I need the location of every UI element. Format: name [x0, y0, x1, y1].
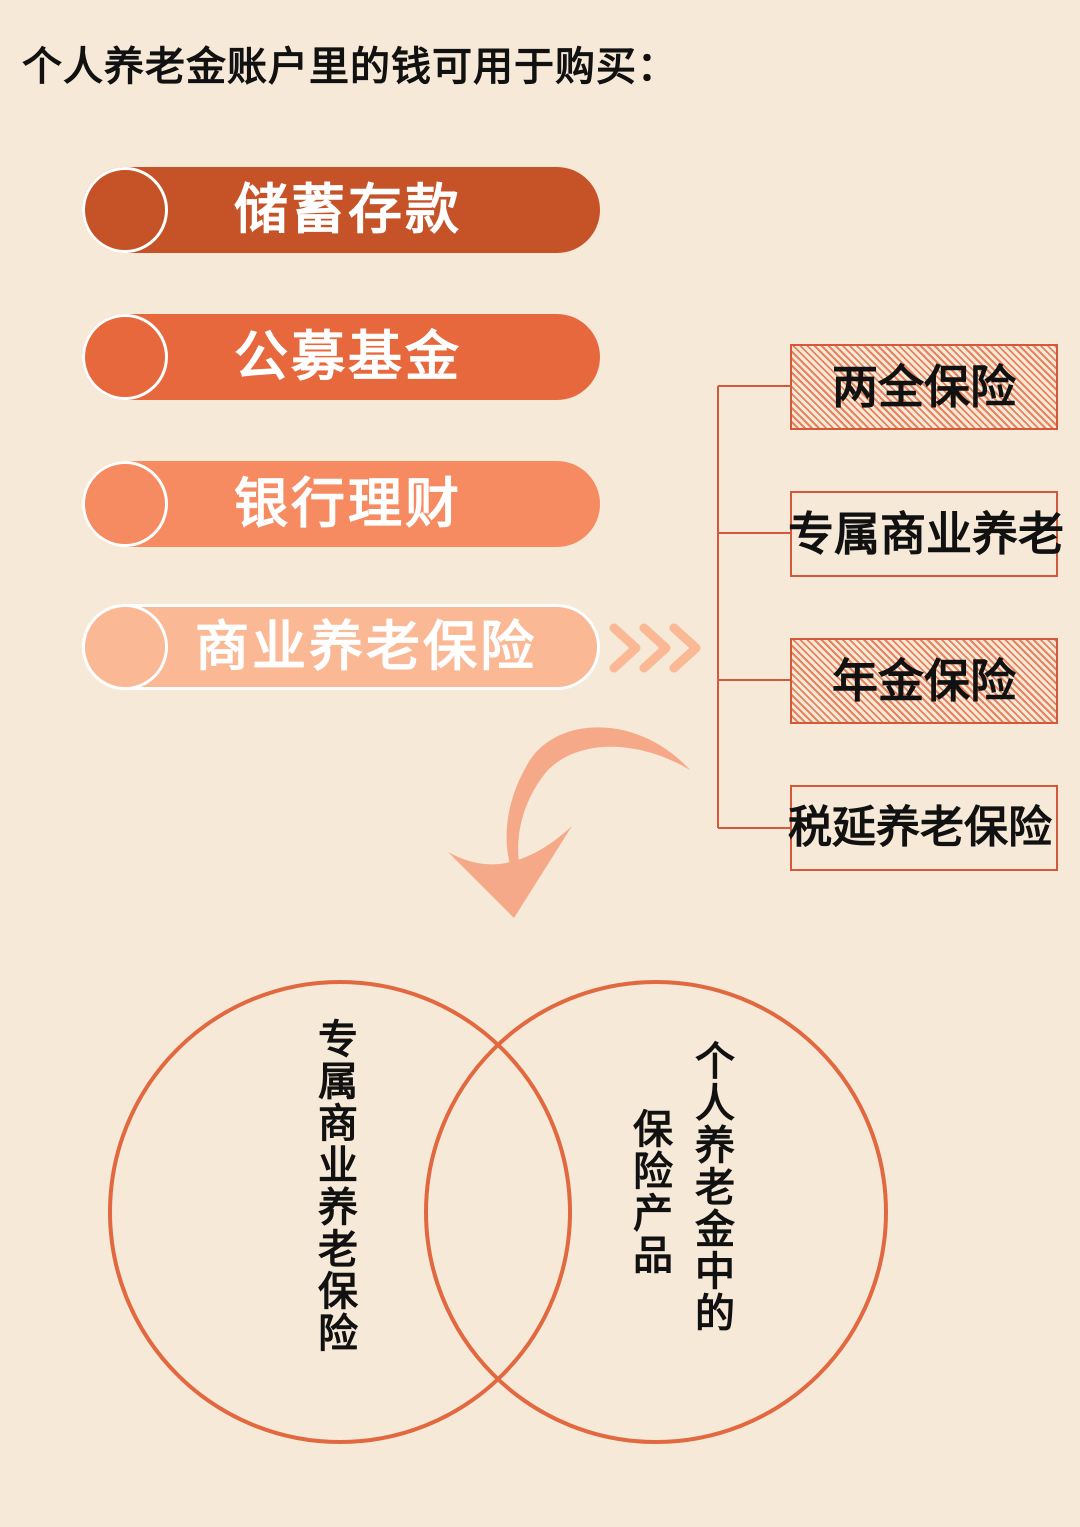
venn-diagram [108, 980, 888, 1444]
venn-right-circle [424, 980, 888, 1444]
venn-right-label-line2: 保险产品 [626, 1108, 672, 1276]
product-public-fund: 公募基金 [82, 314, 600, 400]
venn-left-circle [108, 980, 572, 1444]
pill-knob [82, 461, 168, 547]
product-savings-deposit: 储蓄存款 [82, 167, 600, 253]
product-commercial-pension-insurance: 商业养老保险 [82, 604, 600, 690]
pill-knob [82, 604, 168, 690]
pill-knob [82, 167, 168, 253]
venn-right-label-line1: 个人养老金中的 [688, 1040, 734, 1334]
product-label: 储蓄存款 [234, 178, 462, 241]
insurance-type-label: 税延养老保险 [788, 802, 1052, 853]
insurance-type-exclusive-commercial-pension: 专属商业养老 [788, 491, 1064, 577]
pill-knob [82, 314, 168, 400]
curved-arrow-icon [448, 727, 690, 918]
bracket-tree [717, 385, 790, 829]
product-label: 公募基金 [234, 325, 462, 388]
page-title: 个人养老金账户里的钱可用于购买： [22, 44, 678, 90]
insurance-type-label: 专属商业养老 [788, 507, 1064, 561]
insurance-type-tax-deferred-pension: 税延养老保险 [788, 785, 1058, 871]
product-label: 商业养老保险 [195, 615, 537, 678]
insurance-type-annuity: 年金保险 [790, 638, 1058, 724]
insurance-type-label: 年金保险 [832, 654, 1016, 708]
product-label: 银行理财 [234, 472, 462, 535]
insurance-type-endowment: 两全保险 [790, 344, 1058, 430]
chevron-arrows-icon [609, 623, 701, 673]
product-bank-wealth: 银行理财 [82, 461, 600, 547]
venn-left-label: 专属商业养老保险 [311, 1018, 357, 1354]
insurance-type-label: 两全保险 [832, 360, 1016, 414]
